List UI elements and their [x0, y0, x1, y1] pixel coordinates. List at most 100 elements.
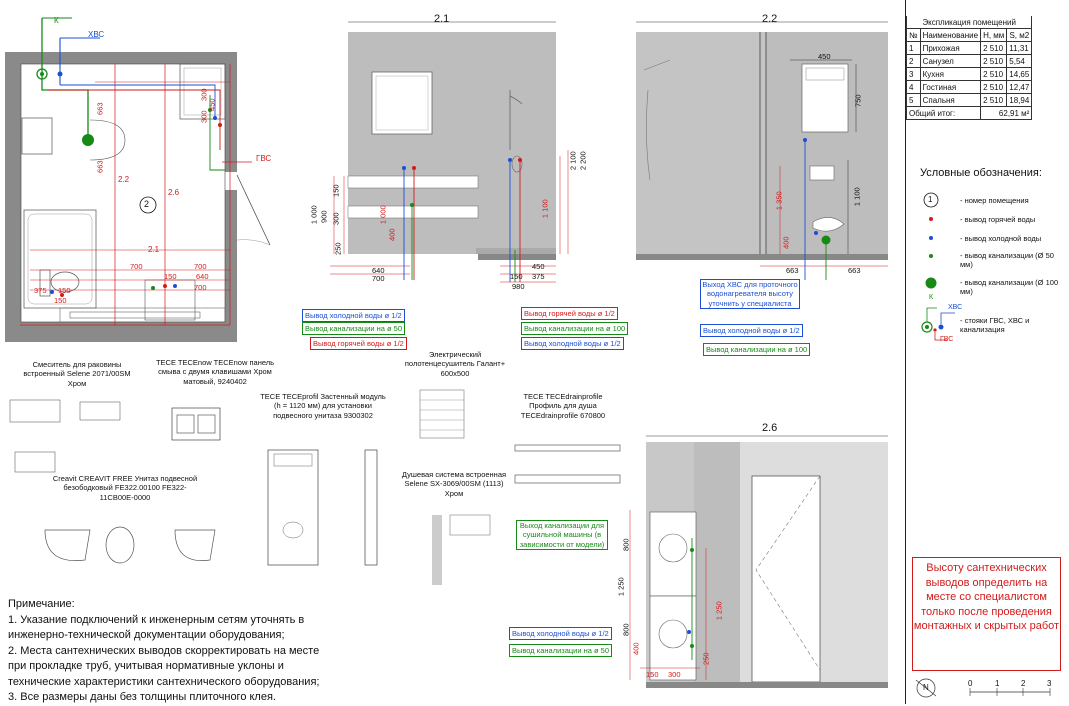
- v21-dim: 700: [372, 274, 385, 283]
- plan-riser-gvs-label: ГВС: [256, 154, 272, 163]
- explication-cell: 5,54: [1006, 54, 1033, 68]
- explication-header: №: [906, 28, 921, 42]
- v26-dim: 400: [631, 642, 641, 655]
- v21-sewer50-label: Вывод канализации на ø 50: [302, 322, 406, 335]
- explication-cell: Санузел: [919, 54, 982, 68]
- scale-tick: 2: [1021, 679, 1026, 688]
- v21-sewer100-label: Вывод канализации на ø 100: [521, 322, 629, 335]
- notes-line: инженерно-технической документации обору…: [8, 629, 285, 641]
- v21-dim: 250: [333, 242, 343, 255]
- v26-cold-water-label: Вывод холодной воды ø 1/2: [509, 627, 612, 640]
- plan-section-21: 2.1: [148, 245, 160, 254]
- scale-tick: 0: [968, 679, 973, 688]
- explication-header: S, м2: [1006, 28, 1033, 42]
- table-row: 3 Кухня 2 510 14,65: [906, 67, 1033, 81]
- explication-cell: 12,47: [1006, 80, 1033, 94]
- v21-hot-water-right-label: Вывод горячей воды ø 1/2: [521, 307, 618, 320]
- v26-washer-note: Выход канализации для сушильной машины (…: [516, 520, 608, 551]
- equipment-mixer-caption: Смеситель для раковины встроенный Selene…: [23, 360, 131, 388]
- v26-dim: 300: [668, 670, 681, 679]
- v22-cold-water-label: Вывод холодной воды ø 1/2: [700, 324, 803, 337]
- plan-section-26: 2.6: [168, 188, 180, 197]
- equipment-towel-caption: Электрический полотенцесушитель Галант+ …: [404, 350, 506, 378]
- explication-total-value: 62,91 м²: [980, 106, 1033, 120]
- plan-dim: 150: [54, 296, 67, 305]
- plan-dim: 700: [130, 262, 143, 271]
- scale-north: N: [923, 683, 929, 692]
- explication-title: Экспликация помещений: [905, 16, 1033, 29]
- equipment-toilet-caption: Creavit CREAVIT FREE Унитаз подвесной бе…: [52, 474, 198, 502]
- warning-note: Высоту сантехнических выводов определить…: [912, 557, 1061, 671]
- view-26-title: 2.6: [762, 422, 778, 434]
- plan-dim: 663: [95, 160, 105, 173]
- v22-dim: 1 350: [774, 191, 784, 211]
- v21-dim: 980: [512, 282, 525, 291]
- legend-riser-k: К: [929, 294, 934, 301]
- v26-dim: 1 250: [616, 577, 626, 597]
- explication-cell: 2 510: [980, 80, 1008, 94]
- v21-dim: 400: [387, 228, 397, 241]
- v22-dim: 663: [786, 266, 799, 275]
- view-26-elevation: [629, 435, 888, 688]
- legend-item: - вывод горячей воды: [960, 215, 1036, 224]
- plan-dim: 300: [199, 110, 209, 123]
- v26-dim: 800: [621, 538, 631, 551]
- v21-cold-water-label: Вывод холодной воды ø 1/2: [302, 309, 405, 322]
- v21-hot-water-label: Вывод горячей воды ø 1/2: [310, 337, 407, 350]
- legend-item: - номер помещения: [960, 196, 1029, 205]
- explication-cell: 2: [906, 54, 921, 68]
- plan-dim: 663: [95, 102, 105, 115]
- v22-sewer100-label: Вывод канализации на ø 100: [703, 343, 811, 356]
- explication-cell: 3: [906, 67, 921, 81]
- legend-riser-gvs: ГВС: [940, 336, 954, 343]
- legend-item: - вывод канализации (Ø 50 мм): [960, 251, 1054, 269]
- legend-riser-hvs: ХВС: [948, 304, 963, 311]
- v21-dim: 300: [331, 212, 341, 225]
- v21-dim: 1 100: [540, 199, 550, 219]
- floor-plan: [5, 17, 271, 342]
- equipment-profile-caption: TECE TECEdrainprofile Профиль для душа T…: [520, 392, 606, 420]
- v22-dim: 663: [848, 266, 861, 275]
- notes-line: 2. Места сантехнических выводов скоррект…: [8, 644, 320, 657]
- legend-item: - вывод холодной воды: [960, 234, 1042, 243]
- plan-dim: 150: [58, 286, 71, 295]
- v21-dim: 150: [510, 272, 523, 281]
- equipment-module-caption: TECE TECEprofil Застенный модуль (h = 11…: [260, 392, 386, 420]
- v21-dim: 375: [532, 272, 545, 281]
- legend-item: - вывод канализации (Ø 100 мм): [960, 278, 1059, 296]
- explication-total-label: Общий итог:: [905, 106, 982, 120]
- v26-sewer50-label: Вывод канализации на ø 50: [509, 644, 613, 657]
- v21-dim: 1 000: [378, 205, 388, 225]
- table-row: Общий итог: 62,91 м²: [905, 106, 1033, 120]
- v22-dim: 450: [818, 52, 831, 61]
- v21-dim: 1 000: [309, 205, 319, 225]
- v26-dim: 1 250: [714, 601, 724, 621]
- v21-dim: 2 200: [578, 151, 588, 171]
- v22-dim: 750: [853, 94, 863, 107]
- table-row: 5 Спальня 2 510 18,94: [906, 93, 1033, 107]
- plan-section-22: 2.2: [118, 175, 130, 184]
- v21-dim: 2 100: [568, 151, 578, 171]
- legend-symbols: [921, 192, 955, 341]
- explication-cell: 2 510: [980, 41, 1008, 55]
- v26-dim: 150: [646, 670, 659, 679]
- explication-cell: Кухня: [919, 67, 982, 81]
- v22-dim: 400: [781, 236, 791, 249]
- plan-dim: 150: [164, 272, 177, 281]
- v21-cold-water-right-label: Вывод холодной воды ø 1/2: [521, 337, 624, 350]
- explication-cell: Спальня: [919, 93, 982, 107]
- explication-cell: 11,31: [1006, 41, 1033, 55]
- equipment-panel-caption: TECE TECEnow TECEnow панель смыва с двум…: [155, 358, 275, 386]
- explication-cell: Прихожая: [919, 41, 982, 55]
- explication-cell: 2 510: [980, 54, 1008, 68]
- view-22-elevation: [636, 21, 888, 280]
- equipment-shower-caption: Душевая система встроенная Selene SX-306…: [401, 470, 507, 498]
- explication-header: H, мм: [980, 28, 1008, 42]
- legend-symbol-number: 1: [928, 195, 933, 204]
- legend-item: - стояки ГВС, ХВС и канализация: [960, 316, 1030, 334]
- plan-dim: 700: [194, 262, 207, 271]
- explication-header: Наименование: [919, 28, 982, 42]
- explication-cell: 2 510: [980, 93, 1008, 107]
- plan-dim: 640: [196, 272, 209, 281]
- table-row: 2 Санузел 2 510 5,54: [906, 54, 1033, 68]
